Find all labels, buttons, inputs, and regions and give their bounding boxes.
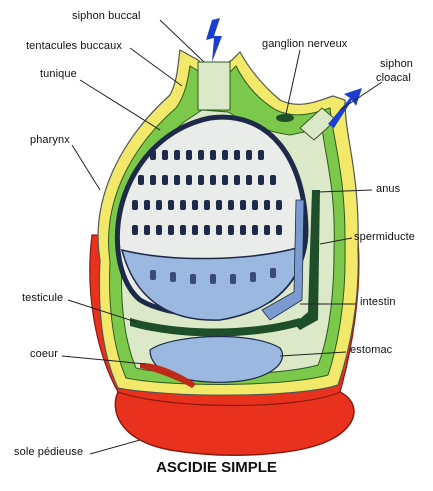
label-estomac: estomac (350, 344, 392, 356)
label-ganglion-nerveux: ganglion nerveux (262, 38, 347, 50)
label-siphon-cloacal-line1: siphon (380, 58, 413, 70)
siphon-buccal-tube (198, 62, 230, 110)
label-siphon-cloacal-line2: cloacal (376, 72, 411, 84)
label-siphon-buccal: siphon buccal (72, 10, 141, 22)
label-testicule: testicule (22, 292, 63, 304)
label-tentacules-buccaux: tentacules buccaux (26, 40, 122, 52)
label-pharynx: pharynx (30, 134, 70, 146)
label-spermiducte: spermiducte (354, 231, 415, 243)
ganglion-shape (276, 114, 294, 122)
inflow-arrow (206, 18, 222, 62)
label-anus: anus (376, 183, 400, 195)
label-sole-pedieuse: sole pédieuse (14, 446, 83, 458)
label-coeur: coeur (30, 348, 58, 360)
label-intestin: intestin (360, 296, 396, 308)
diagram-title: ASCIDIE SIMPLE (0, 459, 433, 476)
label-tunique: tunique (40, 68, 77, 80)
